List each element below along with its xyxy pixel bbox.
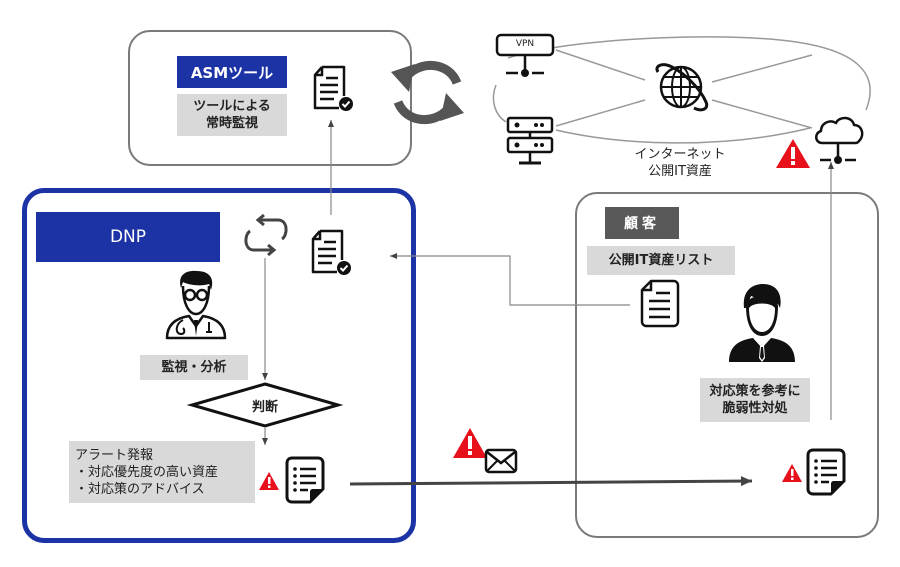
refresh-cycle-icon [244,213,288,257]
document-check-icon [313,65,353,111]
internet-caption-line1: インターネット [634,147,726,162]
decision-label: 判断 [251,400,278,415]
dnp-title: DNP [36,212,220,262]
vpn-gateway-icon [495,33,555,77]
globe-icon [655,63,709,112]
vpn-label: VPN [515,39,535,49]
analyst-doctor-icon [165,270,227,340]
asm-monitor-line2: 常時監視 [205,116,258,131]
document-icon [640,279,680,328]
asm-monitor-line1: ツールによる [193,99,271,114]
cloud-network-icon [815,116,864,164]
document-check-icon [311,229,351,275]
report-list-icon [806,448,846,496]
warning-triangle-icon [259,472,279,490]
internet-caption: インターネット 公開IT資産 [620,146,740,180]
report-list-icon [285,456,325,504]
public-asset-list-label: 公開IT資産リスト [587,246,735,275]
alert-title: アラート発報 [75,447,154,463]
alert-item-advice: ・対応策のアドバイス [75,481,205,497]
warning-triangle-icon [776,139,810,168]
warning-triangle-icon [453,428,487,458]
customer-action-line2: 脆弱性対処 [722,401,788,416]
customer-person-icon [729,284,795,362]
customer-title: 顧客 [605,207,679,239]
customer-action-label: 対応策を参考に 脆弱性対処 [700,378,810,422]
sync-arrows-icon [391,60,464,125]
warning-triangle-icon [782,464,802,482]
mail-envelope-icon [484,448,518,474]
asm-monitor-label: ツールによる 常時監視 [177,94,287,136]
customer-action-line1: 対応策を参考に [709,384,801,399]
server-icon [506,116,554,165]
asm-tool-title: ASMツール [177,56,287,88]
alert-description: アラート発報 ・対応優先度の高い資産 ・対応策のアドバイス [69,441,255,503]
dnp-analysis-label: 監視・分析 [140,355,248,380]
alert-item-priority: ・対応優先度の高い資産 [75,464,219,480]
internet-caption-line2: 公開IT資産 [648,164,712,179]
